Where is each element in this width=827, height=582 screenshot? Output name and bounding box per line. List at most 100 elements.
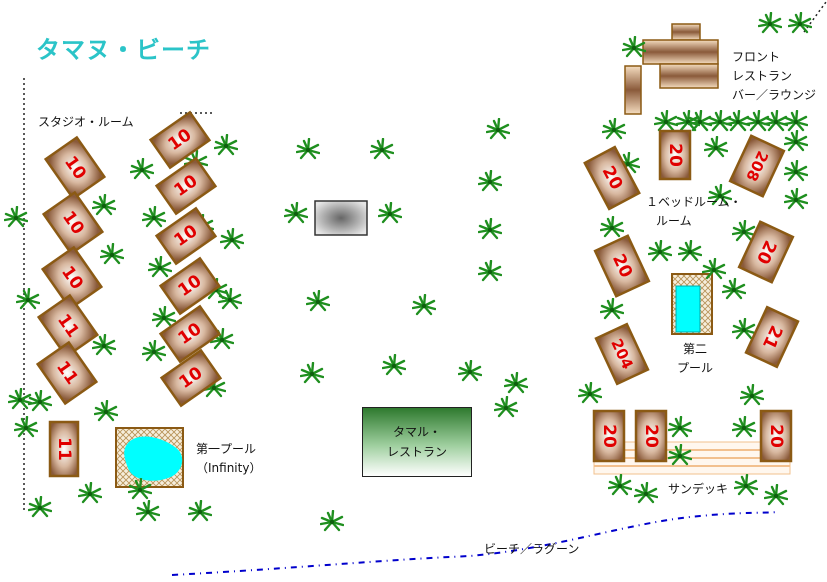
palm-tree-icon [142,206,166,228]
room-bungalow[interactable]: 10 [158,304,222,364]
room-bungalow[interactable]: 10 [159,348,223,408]
map-title: タマヌ・ビーチ [36,36,211,64]
palm-tree-icon [600,216,624,238]
beach-lagoon-label: ビーチ／ラグーン [484,542,580,556]
room-bungalow[interactable]: 20 [583,145,641,211]
first-pool-label-line2: （Infinity） [196,461,262,475]
room-bungalow[interactable]: 10 [154,156,218,216]
palm-tree-icon [188,500,212,522]
palm-tree-icon [494,396,518,418]
palm-tree-icon [412,294,436,316]
room-outline [158,256,222,316]
room-outline [737,220,795,284]
room-bungalow[interactable]: 10 [148,110,212,170]
room-bungalow[interactable]: 10 [40,245,104,311]
room-number: 20 [641,424,661,448]
palm-tree-icon [726,110,750,132]
room-outline [35,340,99,406]
room-bungalow[interactable]: 10 [154,206,218,266]
room-bungalow[interactable]: 20 [593,234,651,298]
palm-tree-icon [788,12,812,34]
front-label: フロント レストラン バー／ラウンジ [732,48,816,105]
palm-tree-icon [458,360,482,382]
palm-tree-icon [708,110,732,132]
room-outline [148,110,212,170]
palm-tree-icon [92,334,116,356]
palm-tree-icon [16,288,40,310]
palm-tree-icon [478,260,502,282]
second-pool [671,273,713,335]
palm-tree-icon [704,136,728,158]
room-outline [158,304,222,364]
restaurant-label-line: レストラン [732,69,793,83]
palm-tree-icon [648,240,672,262]
room-bungalow[interactable]: 11 [48,420,80,478]
room-bungalow[interactable]: 20 [737,220,795,284]
palm-tree-icon [284,202,308,224]
room-number: 11 [54,437,74,461]
property-boundary-corner [803,1,827,33]
palm-tree-icon [734,474,758,496]
room-number: 20 [599,424,619,448]
first-pool-label-line1: 第一プール [196,442,257,456]
palm-tree-icon [78,482,102,504]
one-bedroom-label: １ベッドルーム・ ルーム [646,193,742,231]
palm-tree-icon [600,298,624,320]
palm-tree-icon [578,382,602,404]
palm-tree-icon [378,202,402,224]
room-bungalow[interactable]: 208 [728,134,786,198]
first-pool-label: 第一プール （Infinity） [196,440,261,478]
room-bungalow[interactable]: 20 [658,129,692,181]
palm-tree-icon [486,118,510,140]
room-outline [728,134,786,198]
room-bungalow[interactable]: 10 [43,135,107,201]
studio-room-label: スタジオ・ルーム [38,115,134,129]
room-outline [744,305,800,369]
palm-tree-icon [100,243,124,265]
palm-tree-icon [320,510,344,532]
tamaru-restaurant[interactable]: タマル・ レストラン [362,407,472,477]
room-bungalow[interactable]: 204 [594,322,650,386]
palm-tree-icon [668,416,692,438]
palm-tree-icon [746,110,770,132]
palm-tree-icon [14,416,38,438]
palm-tree-icon [784,188,808,210]
palm-tree-icon [784,110,808,132]
palm-tree-icon [504,372,528,394]
room-bungalow[interactable]: 11 [36,293,100,359]
palm-tree-icon [94,400,118,422]
room-bungalow[interactable]: 21 [744,305,800,369]
palm-tree-icon [764,484,788,506]
palm-tree-icon [602,118,626,140]
room-bungalow[interactable]: 20 [634,409,668,463]
first-pool [115,427,184,488]
room-bungalow[interactable]: 11 [35,340,99,406]
room-bungalow[interactable]: 20 [759,409,793,463]
room-outline [594,322,650,386]
room-outline [40,245,104,311]
palm-tree-icon [478,218,502,240]
room-bungalow[interactable]: 10 [41,190,105,256]
palm-tree-icon [136,500,160,522]
palm-tree-icon [382,354,406,376]
room-bungalow[interactable]: 20 [592,409,626,463]
palm-tree-icon [764,110,788,132]
one-bedroom-label-line1: １ベッドルーム・ [646,195,742,209]
palm-tree-icon [28,496,52,518]
room-outline [48,420,80,478]
palm-tree-icon [8,388,32,410]
palm-tree-icon [306,290,330,312]
sundeck-label: サンデッキ [668,482,729,496]
palm-tree-icon [28,390,52,412]
palm-tree-icon [370,138,394,160]
palm-tree-icon [220,228,244,250]
room-outline [592,409,626,463]
room-outline [159,348,223,408]
palm-tree-icon [758,12,782,34]
palm-tree-icon [784,130,808,152]
room-bungalow[interactable]: 10 [158,256,222,316]
room-outline [593,234,651,298]
palm-tree-icon [214,134,238,156]
